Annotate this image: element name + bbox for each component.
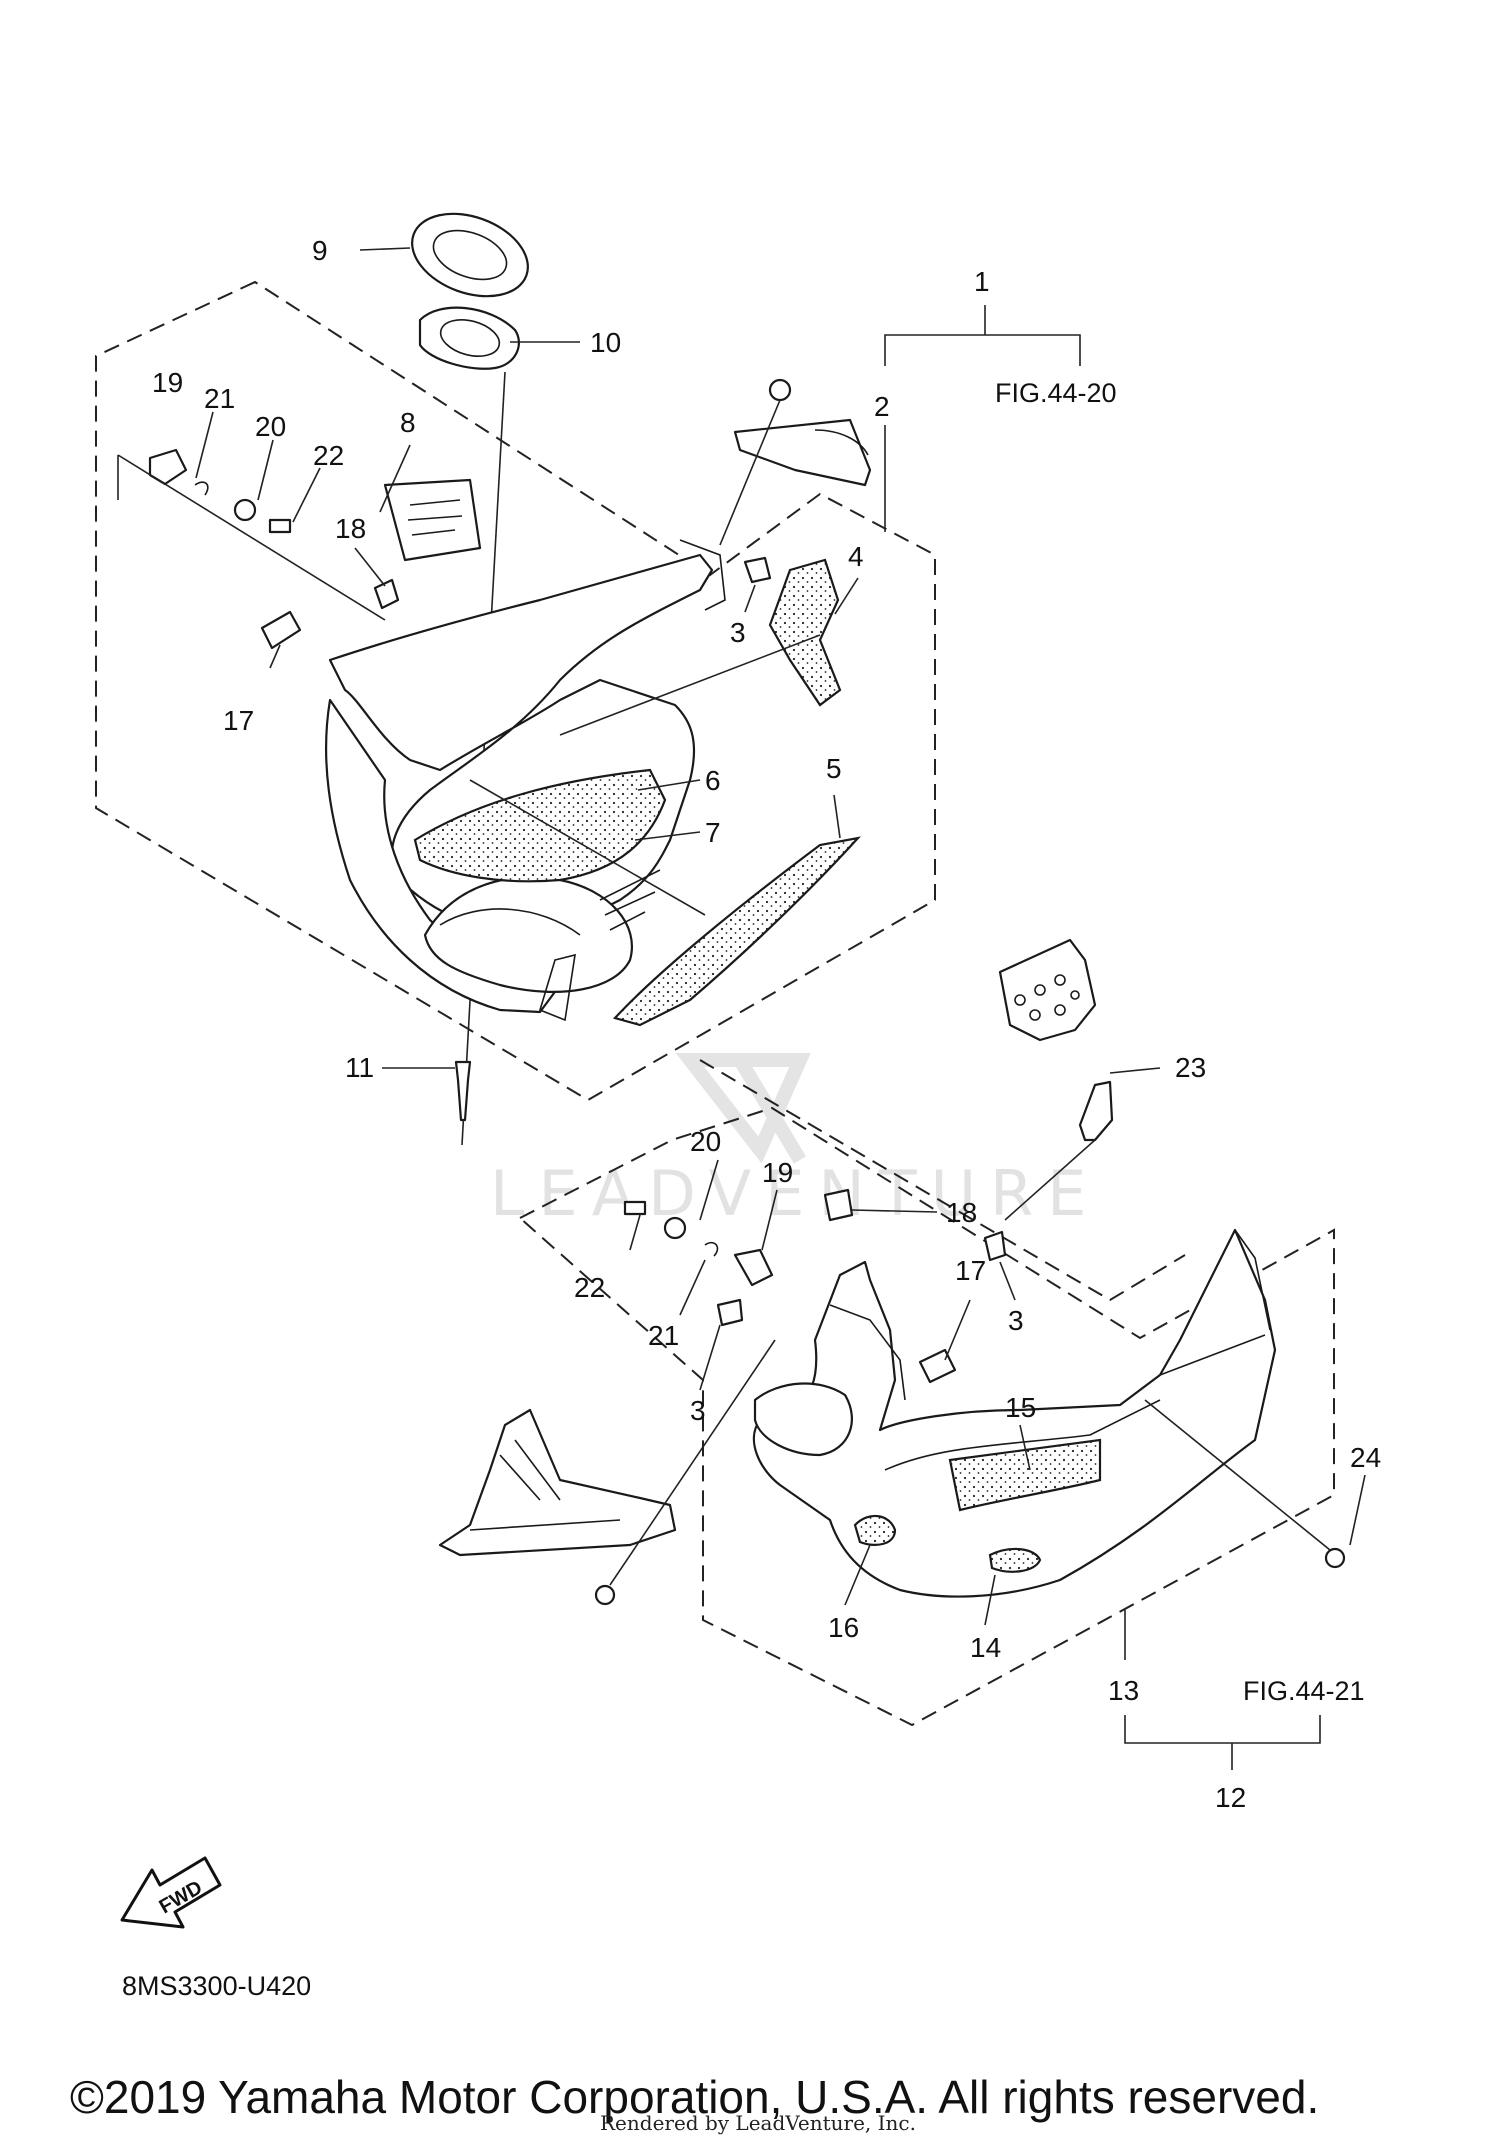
label-22-lower: 22 (574, 1272, 605, 1303)
label-17-lower: 17 (955, 1255, 986, 1286)
label-10: 10 (590, 327, 621, 358)
part-11-rivet (454, 1060, 472, 1122)
part-5-foam (612, 836, 861, 1027)
upper-group-boundary (95, 280, 936, 1102)
label-20-upper: 20 (255, 411, 286, 442)
part-18-nut-upper (373, 578, 400, 610)
watermark: LEADVENTURE (490, 1053, 1100, 1230)
lower-group-boundary (518, 1106, 1335, 1727)
lower-cowling (752, 1228, 1277, 1598)
label-21-upper: 21 (204, 383, 235, 414)
part-3-clip-upper (743, 556, 772, 584)
part-24-screw (1324, 1547, 1346, 1569)
part-10-plate (418, 306, 521, 370)
label-5: 5 (826, 753, 842, 784)
label-6: 6 (705, 765, 721, 796)
label-2: 2 (874, 391, 890, 422)
part-17-knob-upper (260, 610, 302, 650)
part-22-screw (268, 518, 292, 534)
fwd-arrow-icon: FWD (120, 1856, 222, 1929)
part-14-foam (988, 1547, 1042, 1573)
diagram-code: 8MS3300-U420 (122, 1971, 311, 2001)
label-23: 23 (1175, 1052, 1206, 1083)
upper-cowling (324, 539, 726, 1022)
label-14: 14 (970, 1632, 1001, 1663)
label-24: 24 (1350, 1442, 1381, 1473)
label-19-lower: 19 (762, 1157, 793, 1188)
label-1: 1 (974, 266, 990, 297)
part-20-washer (233, 498, 257, 522)
part-22-screw-lower (623, 1200, 647, 1216)
part-19-clip-lower (733, 1248, 774, 1287)
label-11: 11 (345, 1052, 374, 1083)
label-18-upper: 18 (335, 513, 366, 544)
part-2-bracket (719, 378, 872, 546)
label-15: 15 (1005, 1392, 1036, 1423)
label-7: 7 (705, 817, 721, 848)
part-17-knob-lower (918, 1348, 957, 1384)
label-19-upper: 19 (152, 367, 183, 398)
part-6-foam (413, 768, 667, 883)
label-20-lower: 20 (690, 1126, 721, 1157)
label-13: 13 (1108, 1675, 1139, 1706)
ref-fig-44-21: FIG.44-21 (1243, 1676, 1365, 1706)
label-3-lower-right: 3 (1008, 1305, 1024, 1336)
watermark-text: LEADVENTURE (490, 1157, 1100, 1230)
label-9: 9 (312, 235, 328, 266)
part-23-bracket (998, 938, 1114, 1221)
label-16: 16 (828, 1612, 859, 1643)
ref-fig-44-20: FIG.44-20 (995, 378, 1117, 408)
lower-left-bracket (438, 1339, 776, 1606)
label-17-upper: 17 (223, 705, 254, 736)
rendered-by-notice: Rendered by LeadVenture, Inc. (600, 2111, 916, 2135)
label-3-lower-left: 3 (690, 1395, 706, 1426)
part-20-washer-lower (663, 1216, 687, 1240)
part-21-clip-lower (704, 1241, 719, 1257)
label-22-upper: 22 (313, 440, 344, 471)
label-12: 12 (1215, 1782, 1246, 1813)
label-21-lower: 21 (648, 1320, 679, 1351)
part-labels: 1 2 3 4 5 6 7 8 9 10 11 17 18 19 21 20 2… (152, 235, 1381, 1813)
part-3-clip-lower-right (983, 1230, 1007, 1262)
leader-lines (195, 247, 1366, 1770)
part-19-clip (148, 448, 188, 486)
label-3-upper: 3 (730, 617, 746, 648)
part-15-foam (948, 1438, 1102, 1512)
lower-group-boundary-inner (699, 1059, 1186, 1302)
copyright-notice: ©2019 Yamaha Motor Corporation, U.S.A. A… (70, 2071, 1319, 2123)
part-8-panel (383, 478, 482, 562)
label-4: 4 (848, 541, 864, 572)
part-16-foam (853, 1514, 897, 1546)
label-8: 8 (400, 407, 416, 438)
part-4-foam (768, 558, 842, 707)
part-3-clip-lower-left (716, 1298, 744, 1327)
label-18-lower: 18 (946, 1197, 977, 1228)
part-9-gasket (411, 212, 529, 298)
part-18-nut-lower (823, 1188, 854, 1222)
